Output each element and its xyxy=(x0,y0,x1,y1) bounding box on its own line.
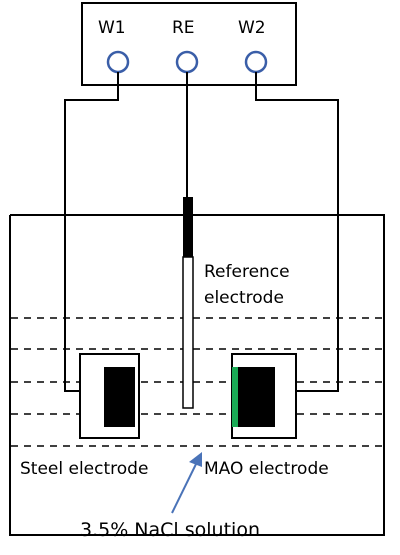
reference-electrode-tube xyxy=(182,256,194,409)
reference-electrode-label-line1: Reference xyxy=(204,262,290,282)
reference-electrode-cap xyxy=(183,197,193,257)
solution-levels xyxy=(11,317,383,447)
terminal-re-socket[interactable] xyxy=(175,50,199,74)
w1-wire xyxy=(64,72,119,392)
reference-electrode-label-line2: electrode xyxy=(204,288,284,308)
terminal-w2-socket[interactable] xyxy=(244,50,268,74)
w2-wire xyxy=(255,72,339,392)
steel-electrode-label: Steel electrode xyxy=(20,459,148,479)
solution-arrow xyxy=(171,459,199,514)
solution-arrowhead xyxy=(189,452,202,467)
terminal-label-w1: W1 xyxy=(98,18,126,38)
cell-container xyxy=(9,214,385,536)
terminal-label-w2: W2 xyxy=(238,18,266,38)
terminal-w1-socket[interactable] xyxy=(106,50,130,74)
terminal-label-re: RE xyxy=(172,18,195,38)
solution-label: 3.5% NaCl solution xyxy=(80,519,260,541)
mao-electrode-label: MAO electrode xyxy=(204,459,329,479)
mao-coating xyxy=(232,367,238,427)
mao-electrode-sample xyxy=(232,367,275,427)
steel-electrode-sample xyxy=(104,367,135,427)
